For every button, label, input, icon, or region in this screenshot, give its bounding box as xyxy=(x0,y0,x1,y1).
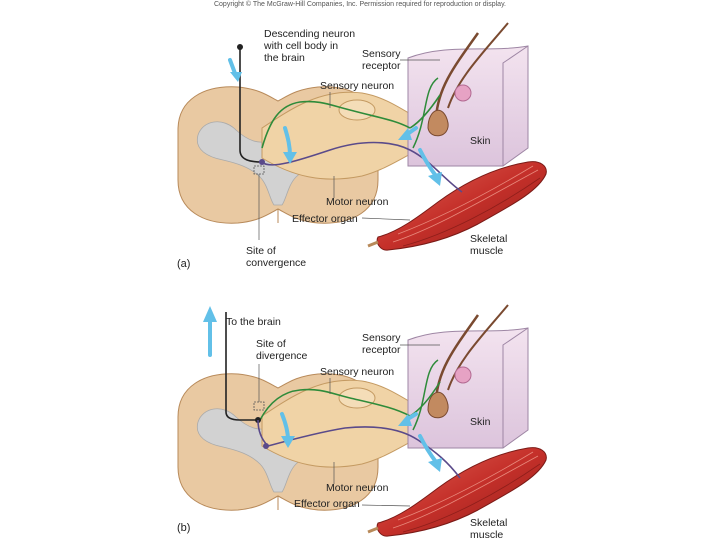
arrowhead-icon xyxy=(398,128,412,140)
label-motor-neuron-b: Motor neuron xyxy=(326,482,389,494)
label-site-divergence: Site of divergence xyxy=(256,338,308,362)
arrowhead-icon xyxy=(283,152,297,164)
label-to-the-brain: To the brain xyxy=(226,316,281,328)
label-skeletal-muscle-b: Skeletal muscle xyxy=(470,517,508,541)
skin-block-b xyxy=(406,303,530,450)
sensory-receptor-fiber-a xyxy=(409,94,441,129)
skin-block-a xyxy=(406,21,530,168)
ascending-neuron-axon-b xyxy=(225,312,258,421)
label-skin-b: Skin xyxy=(470,416,491,428)
label-sensory-neuron-b: Sensory neuron xyxy=(320,366,395,378)
sensory-neuron-axon-a xyxy=(261,100,411,149)
label-site-convergence: Site of convergence xyxy=(246,245,307,269)
label-descending-neuron: Descending neuron with cell body in the … xyxy=(264,28,356,64)
motor-neuron-cell-body-b xyxy=(263,443,269,449)
label-skeletal-muscle-a: Skeletal muscle xyxy=(470,233,508,257)
leader-line xyxy=(361,504,411,507)
arrowhead-icon xyxy=(428,172,442,186)
arrowhead-icon xyxy=(203,306,217,322)
panel-b-graphic xyxy=(177,303,548,538)
leader-line xyxy=(361,217,411,221)
curved-arrow-icon xyxy=(418,434,438,464)
panel-tag-b: (b) xyxy=(177,522,191,534)
label-effector-organ-b: Effector organ xyxy=(294,498,360,510)
label-motor-neuron-a: Motor neuron xyxy=(326,196,389,208)
motor-neuron-axon-b xyxy=(257,419,461,479)
skeletal-muscle-a xyxy=(366,160,548,252)
descending-neuron-axon-a xyxy=(239,47,263,163)
panel-tag-a: (a) xyxy=(177,258,191,270)
curved-arrow-icon xyxy=(418,148,438,178)
arrowhead-icon xyxy=(281,436,295,448)
copyright-notice: Copyright © The McGraw-Hill Companies, I… xyxy=(213,1,506,8)
label-sensory-neuron-a: Sensory neuron xyxy=(320,80,395,92)
label-sensory-receptor-b: Sensory receptor xyxy=(362,332,401,356)
label-sensory-receptor-a: Sensory receptor xyxy=(362,48,401,72)
descending-neuron-cell-body-a xyxy=(237,44,243,50)
arrowhead-icon xyxy=(230,72,242,82)
arrowhead-icon xyxy=(398,414,412,426)
skeletal-muscle-b xyxy=(366,446,548,538)
label-effector-organ-a: Effector organ xyxy=(292,213,358,225)
arrowhead-icon xyxy=(428,458,442,472)
label-skin-a: Skin xyxy=(470,135,491,147)
motor-neuron-cell-body-a xyxy=(259,159,265,165)
panel-a-graphic xyxy=(177,21,548,252)
sensory-neuron-axon-b xyxy=(259,388,411,421)
